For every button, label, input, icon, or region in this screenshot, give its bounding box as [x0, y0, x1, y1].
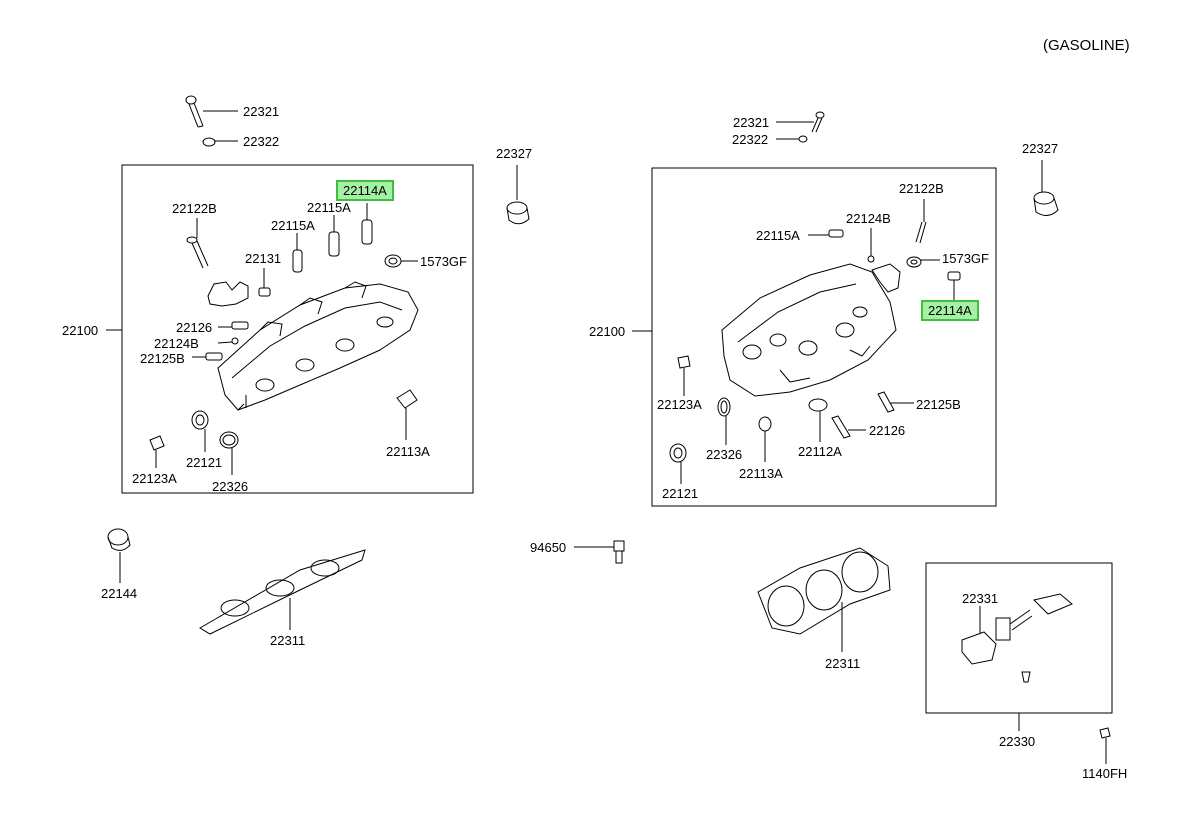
right-22123A-drawing — [677, 355, 691, 396]
left-gasket-drawing — [199, 549, 366, 635]
label-right-22113A[interactable]: 22113A — [739, 466, 783, 481]
label-left-22115A-1[interactable]: 22115A — [307, 200, 351, 215]
label-right-22322[interactable]: 22322 — [732, 132, 769, 147]
left-washer-drawing — [202, 137, 238, 147]
left-22326-drawing — [219, 431, 239, 475]
label-center-94650[interactable]: 94650 — [530, 540, 567, 555]
right-bracket-drawing — [871, 263, 901, 293]
left-22126-drawing — [218, 321, 249, 330]
right-1573GF-drawing — [906, 256, 940, 268]
right-22126-drawing — [831, 415, 866, 439]
label-right-1140FH[interactable]: 1140FH — [1082, 766, 1128, 781]
label-right-22330[interactable]: 22330 — [999, 734, 1036, 749]
label-right-22121[interactable]: 22121 — [662, 486, 699, 501]
left-bolt-drawing — [185, 95, 238, 128]
label-right-22100[interactable]: 22100 — [589, 324, 626, 339]
label-right-22114A-highlight[interactable]: 22114A — [921, 300, 979, 321]
sensor-22331-drawing — [961, 593, 1073, 683]
right-bolt-drawing — [776, 111, 825, 143]
left-22113A-drawing — [396, 389, 418, 440]
label-left-22100[interactable]: 22100 — [62, 323, 99, 338]
right-22122B-drawing — [915, 199, 927, 244]
label-right-22126[interactable]: 22126 — [869, 423, 906, 438]
label-left-22144[interactable]: 22144 — [101, 586, 138, 601]
right-22326-drawing — [717, 397, 731, 445]
left-assembly-box — [121, 164, 474, 494]
right-22113A-drawing — [758, 416, 772, 462]
label-left-22121[interactable]: 22121 — [186, 455, 223, 470]
label-right-22311[interactable]: 22311 — [825, 656, 861, 671]
right-22112A-drawing — [808, 398, 828, 442]
label-left-22114A-highlight[interactable]: 22114A — [336, 180, 394, 201]
label-left-22124B[interactable]: 22124B — [154, 336, 199, 351]
left-1573GF-drawing — [384, 254, 418, 268]
left-22131-drawing — [258, 268, 271, 297]
right-plug-drawing — [1033, 160, 1059, 216]
left-22121-drawing — [191, 410, 209, 452]
left-22114A-drawing — [361, 203, 373, 245]
center-sensor-drawing — [574, 540, 625, 564]
label-right-22331[interactable]: 22331 — [962, 591, 999, 606]
label-right-22125B[interactable]: 22125B — [916, 397, 961, 412]
left-plug-drawing — [506, 165, 530, 225]
right-assembly-box — [651, 167, 997, 507]
left-seal-drawing — [107, 528, 131, 583]
right-22125B-drawing — [877, 391, 914, 413]
label-left-22122B[interactable]: 22122B — [172, 201, 217, 216]
right-22124B-drawing — [867, 228, 875, 263]
left-22122B-drawing — [186, 218, 209, 269]
label-left-22321[interactable]: 22321 — [243, 104, 280, 119]
label-left-22126[interactable]: 22126 — [176, 320, 213, 335]
label-left-22125B[interactable]: 22125B — [140, 351, 185, 366]
label-left-22327[interactable]: 22327 — [496, 146, 533, 161]
right-22121-drawing — [669, 443, 687, 484]
label-right-22115A[interactable]: 22115A — [756, 228, 800, 243]
label-right-22124B[interactable]: 22124B — [846, 211, 891, 226]
label-left-22322[interactable]: 22322 — [243, 134, 280, 149]
right-gasket-drawing — [757, 547, 891, 652]
label-right-1573GF[interactable]: 1573GF — [942, 251, 989, 266]
right-22114A-drawing — [947, 271, 961, 300]
label-left-22113A[interactable]: 22113A — [386, 444, 430, 459]
left-bracket-drawing — [207, 281, 249, 307]
right-22115A-drawing — [808, 229, 844, 238]
variant-title: (GASOLINE) — [1043, 37, 1130, 54]
left-22115A-drawings — [292, 215, 340, 273]
left-22125B-drawing — [192, 352, 223, 361]
label-right-22112A[interactable]: 22112A — [798, 444, 842, 459]
label-right-22326[interactable]: 22326 — [706, 447, 743, 462]
left-cylinder-head-drawing — [217, 281, 419, 411]
label-left-22131[interactable]: 22131 — [245, 251, 282, 266]
label-right-22321[interactable]: 22321 — [733, 115, 770, 130]
label-left-22123A[interactable]: 22123A — [132, 471, 177, 486]
bolt-1140FH-drawing — [1099, 727, 1111, 764]
sensor-box — [925, 562, 1113, 714]
right-cylinder-head-drawing — [721, 263, 897, 397]
left-22123A-drawing — [149, 435, 165, 468]
label-left-22311[interactable]: 22311 — [270, 633, 306, 648]
label-right-22122B[interactable]: 22122B — [899, 181, 944, 196]
label-right-22123A[interactable]: 22123A — [657, 397, 702, 412]
label-left-22326[interactable]: 22326 — [212, 479, 249, 494]
label-left-1573GF[interactable]: 1573GF — [420, 254, 467, 269]
label-right-22327[interactable]: 22327 — [1022, 141, 1059, 156]
left-22124B-drawing — [217, 337, 239, 345]
label-left-22115A-2[interactable]: 22115A — [271, 218, 315, 233]
